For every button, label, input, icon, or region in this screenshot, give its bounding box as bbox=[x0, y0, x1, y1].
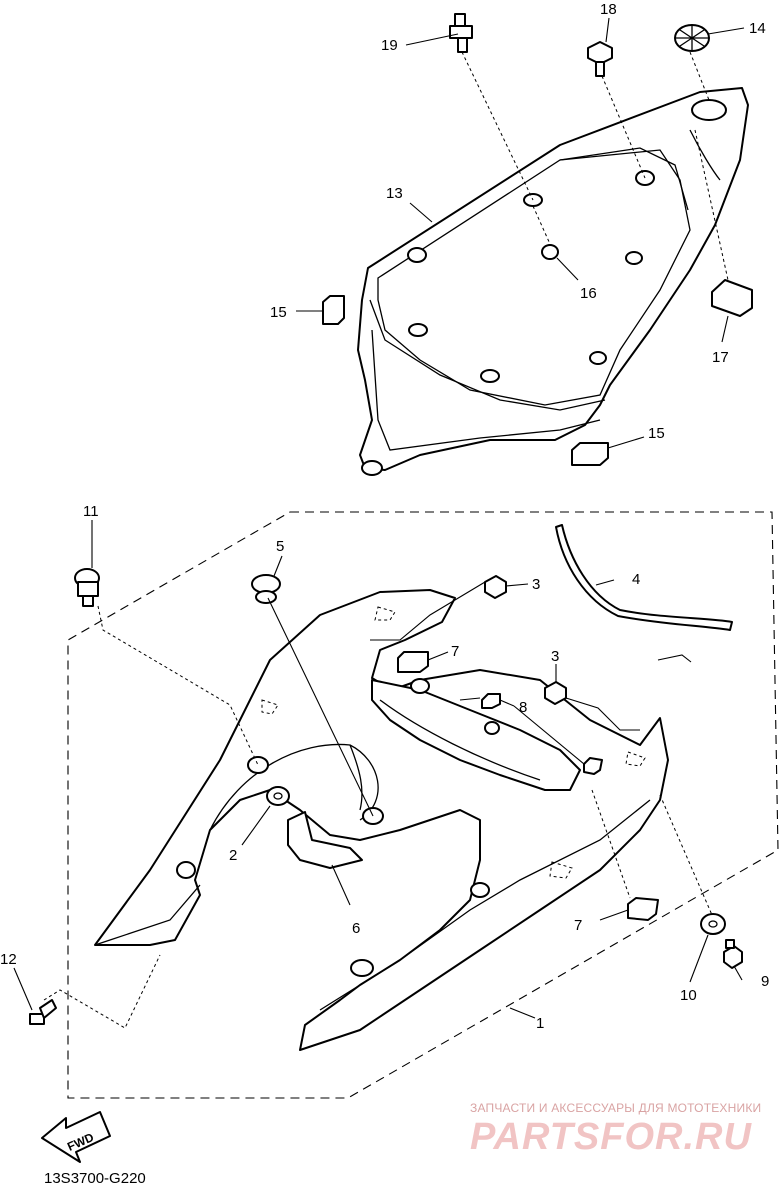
fwd-arrow-icon: FWD bbox=[41, 1111, 111, 1163]
callout-15-left: 15 bbox=[270, 304, 287, 321]
part-3-clip-top bbox=[484, 575, 507, 599]
part-8-damper-a bbox=[481, 693, 501, 709]
inner-panel bbox=[371, 678, 581, 791]
drawing-code: 13S3700-G220 bbox=[44, 1170, 146, 1187]
callout-18: 18 bbox=[600, 1, 617, 18]
watermark-tagline: ЗАПЧАСТИ И АКСЕССУАРЫ ДЛЯ МОТОТЕХНИКИ bbox=[470, 1101, 762, 1115]
part-6-band bbox=[287, 811, 363, 869]
part-2-washer bbox=[266, 786, 290, 806]
callout-3-mid: 3 bbox=[551, 648, 559, 665]
part-16-nut bbox=[541, 244, 559, 260]
part-18-screw bbox=[587, 41, 613, 77]
callout-1: 1 bbox=[536, 1015, 544, 1032]
callout-14: 14 bbox=[749, 20, 766, 37]
part-8-damper-b bbox=[583, 757, 603, 775]
watermark-logo: PARTSFOR.RU bbox=[470, 1116, 752, 1158]
part-4-strip bbox=[555, 524, 733, 631]
callout-8: 8 bbox=[519, 699, 527, 716]
callout-17: 17 bbox=[712, 349, 729, 366]
callout-13: 13 bbox=[386, 185, 403, 202]
callout-3-top: 3 bbox=[532, 576, 540, 593]
part-9-screw bbox=[723, 939, 743, 969]
callout-7-top: 7 bbox=[451, 643, 459, 660]
part-11-bolt bbox=[74, 568, 100, 607]
part-17-damper bbox=[711, 279, 753, 317]
callout-11: 11 bbox=[83, 503, 99, 520]
callout-12: 12 bbox=[0, 951, 17, 968]
part-5-grommet bbox=[251, 574, 281, 604]
callout-4: 4 bbox=[632, 571, 640, 588]
callout-5: 5 bbox=[276, 538, 284, 555]
callout-15-right: 15 bbox=[648, 425, 665, 442]
callout-7-bottom: 7 bbox=[574, 917, 582, 934]
part-7-damper-top bbox=[397, 651, 429, 673]
assembly-boundary bbox=[67, 511, 779, 1099]
part-14-grommet bbox=[674, 24, 710, 52]
callout-16: 16 bbox=[580, 285, 597, 302]
part-13-seat-cowl bbox=[357, 87, 749, 476]
part-1-side-cover bbox=[94, 589, 669, 1051]
part-19-bolt bbox=[449, 13, 473, 53]
callout-10: 10 bbox=[680, 987, 697, 1004]
callout-19: 19 bbox=[381, 37, 398, 54]
callout-6: 6 bbox=[352, 920, 360, 937]
part-7-damper-bottom bbox=[627, 897, 659, 921]
part-15-damper-left bbox=[322, 295, 345, 325]
callout-2: 2 bbox=[229, 847, 237, 864]
part-3-clip-mid bbox=[544, 681, 567, 705]
callout-9: 9 bbox=[761, 973, 769, 990]
part-15-damper-right bbox=[571, 442, 609, 466]
part-10-washer bbox=[700, 913, 726, 935]
part-12-fastener bbox=[29, 999, 57, 1025]
